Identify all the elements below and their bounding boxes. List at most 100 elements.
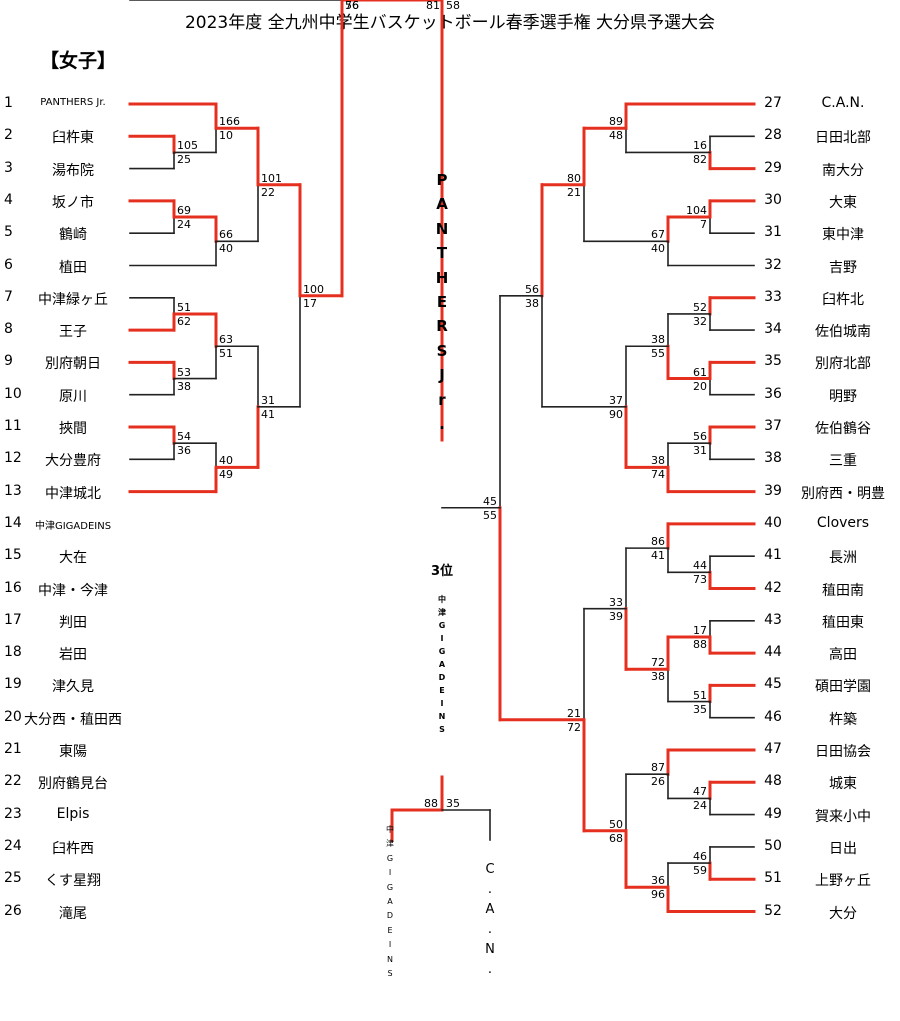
team-seed: 7 xyxy=(4,288,13,305)
score-label: 26 xyxy=(651,775,665,789)
score-label: 10 xyxy=(219,129,233,143)
third-place-right-team: C.A.N. xyxy=(485,862,495,977)
team-seed: 2 xyxy=(4,127,13,144)
team-seed: 41 xyxy=(764,547,782,564)
score-label: 72 xyxy=(567,720,581,734)
team-seed: 43 xyxy=(764,611,782,628)
team-name: 日出 xyxy=(829,840,857,857)
score-label: 56 xyxy=(693,430,707,444)
team-name: 明野 xyxy=(829,388,857,405)
score-label: 73 xyxy=(693,573,707,587)
score-label: 100 xyxy=(303,282,324,296)
score-label: 31 xyxy=(261,393,275,407)
score-label: 45 xyxy=(483,494,497,508)
team-name: 中津城北 xyxy=(45,485,101,502)
team-seed: 26 xyxy=(4,902,22,919)
team-name: 大在 xyxy=(59,550,87,567)
score-label: 41 xyxy=(651,549,665,563)
team-seed: 51 xyxy=(764,870,782,887)
team-name: 東陽 xyxy=(59,744,87,760)
score-label: 87 xyxy=(651,761,665,775)
team-name: 中津・今津 xyxy=(38,582,108,599)
third-place-label: 3位 xyxy=(430,564,454,579)
score-label: 35 xyxy=(693,702,707,716)
score-label: 36 xyxy=(651,874,665,888)
score-label: 38 xyxy=(651,670,665,684)
team-name: 津久見 xyxy=(52,679,94,696)
score-label: 47 xyxy=(693,785,707,799)
team-seed: 1 xyxy=(4,95,13,111)
team-name: 城東 xyxy=(829,776,857,793)
team-seed: 17 xyxy=(4,611,22,628)
score-label: 32 xyxy=(693,314,707,328)
team-name: 中津緑ヶ丘 xyxy=(38,291,108,308)
score-label: 40 xyxy=(219,242,233,256)
score-label: 72 xyxy=(651,656,665,670)
team-seed: 29 xyxy=(764,159,782,176)
score-label: 59 xyxy=(693,864,707,878)
score-label: 39 xyxy=(609,609,623,623)
score-label: 16 xyxy=(693,139,707,153)
team-name: 湯布院 xyxy=(52,162,94,179)
team-seed: 20 xyxy=(4,708,22,725)
team-name: 判田 xyxy=(59,614,87,631)
score-label: 17 xyxy=(303,296,317,310)
score-label: 50 xyxy=(609,817,623,831)
team-name: 日田協会 xyxy=(815,744,871,760)
team-seed: 24 xyxy=(4,837,22,854)
team-seed: 5 xyxy=(4,224,13,241)
team-name: 大分西・稙田西 xyxy=(24,711,122,728)
score-label: 52 xyxy=(693,300,707,314)
score-label: 80 xyxy=(567,171,581,185)
team-seed: 23 xyxy=(4,805,22,822)
score-label: 21 xyxy=(567,185,581,199)
team-seed: 11 xyxy=(4,418,22,434)
score-label: 62 xyxy=(177,314,191,328)
team-name: 岩田 xyxy=(59,647,87,664)
team-name: Clovers xyxy=(816,514,870,531)
team-name: 臼杵東 xyxy=(52,130,94,147)
team-name: Elpis xyxy=(56,805,90,822)
team-seed: 42 xyxy=(764,579,782,596)
score-label: 17 xyxy=(693,623,707,637)
team-seed: 40 xyxy=(764,514,782,531)
score-label: 24 xyxy=(177,218,191,232)
team-name: 挾間 xyxy=(59,421,87,437)
score-label: 48 xyxy=(609,129,623,143)
score-label: 104 xyxy=(686,204,707,218)
team-seed: 49 xyxy=(764,805,782,822)
team-seed: 30 xyxy=(764,191,782,208)
score-label: 88 xyxy=(693,637,707,651)
section-label: 【女子】 xyxy=(40,50,117,72)
final-score: 81 xyxy=(426,0,440,12)
team-seed: 16 xyxy=(4,579,22,596)
team-seed: 6 xyxy=(4,256,13,273)
team-seed: 36 xyxy=(764,385,782,402)
team-seed: 15 xyxy=(4,547,22,564)
score-label: 36 xyxy=(177,444,191,458)
team-seed: 14 xyxy=(4,514,22,531)
team-seed: 47 xyxy=(764,741,782,757)
team-name: 坂ノ市 xyxy=(52,194,94,211)
team-name: 稙田東 xyxy=(822,614,864,631)
team-seed: 3 xyxy=(4,159,13,176)
score-label: 33 xyxy=(609,595,623,609)
page-title: 2023年度 全九州中学生バスケットボール春季選手権 大分県予選大会 xyxy=(184,13,716,33)
team-seed: 34 xyxy=(764,321,782,338)
team-seed: 35 xyxy=(764,353,782,370)
score-label: 41 xyxy=(261,407,275,421)
score-label: 61 xyxy=(693,365,707,379)
score-label: 24 xyxy=(693,799,707,813)
third-place-score: 35 xyxy=(446,797,460,810)
team-seed: 32 xyxy=(764,256,782,273)
score-label: 38 xyxy=(651,454,665,468)
score-label: 21 xyxy=(567,706,581,720)
team-seed: 46 xyxy=(764,708,782,725)
score-label: 40 xyxy=(651,242,665,256)
team-seed: 18 xyxy=(4,644,22,661)
team-name: 原川 xyxy=(59,388,87,405)
team-name: 別府北部 xyxy=(815,356,871,373)
score-label: 69 xyxy=(177,204,191,218)
team-name: 吉野 xyxy=(829,259,857,276)
